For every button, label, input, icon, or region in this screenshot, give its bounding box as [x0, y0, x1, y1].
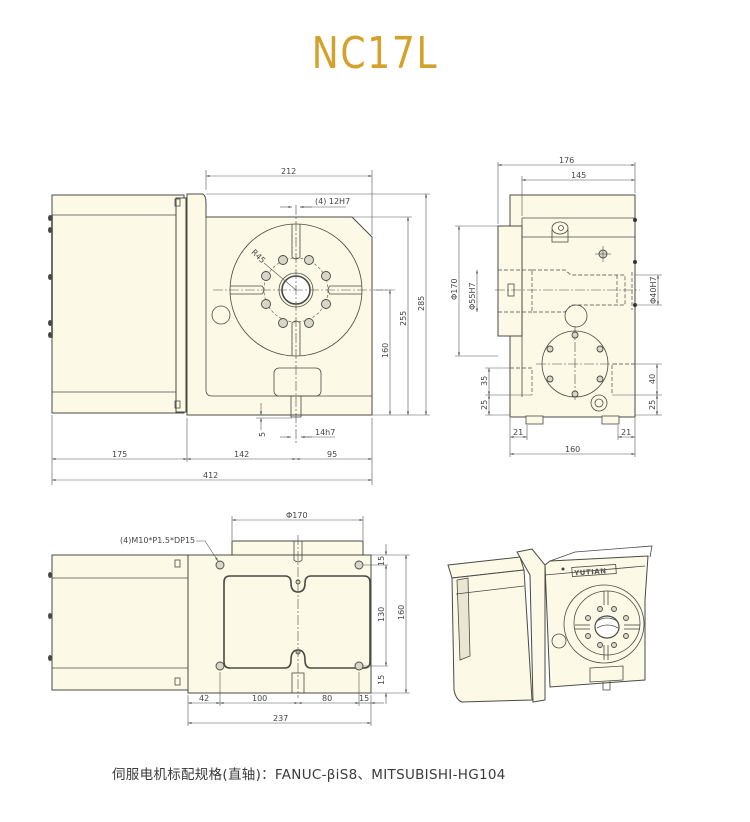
dim-176: 176	[559, 156, 574, 165]
dim-21-left: 21	[513, 428, 523, 437]
dim-160: 160	[381, 343, 390, 358]
dim-40: 40	[648, 374, 657, 384]
side-view: 176 145 Φ170 Φ55H7 Φ40H7 35 25 40 25 21	[450, 156, 662, 457]
dim-25-right: 25	[648, 400, 657, 410]
servo-spec-caption: 伺服电机标配规格(直轴)：FANUC-βiS8、MITSUBISHI-HG104	[112, 767, 506, 783]
dia-40h7: Φ40H7	[649, 276, 658, 304]
model-title: NC17L	[311, 28, 439, 79]
isometric-view: YUTIAN	[447, 545, 653, 703]
dim-285: 285	[417, 296, 426, 311]
dim-14h7: 14h7	[315, 428, 335, 437]
hole-note: (4)M10*P1.5*DP15	[120, 536, 195, 545]
top-view: (4)M10*P1.5*DP15 Φ170 15 130 15 160 42 1…	[48, 511, 410, 726]
dim-175: 175	[112, 450, 127, 459]
dim-145: 145	[571, 171, 586, 180]
dim-25-left: 25	[480, 400, 489, 410]
dim-21-right: 21	[621, 428, 631, 437]
slot-note: (4) 12H7	[315, 197, 350, 206]
brand-plate: YUTIAN	[573, 567, 607, 577]
dia-170-top: Φ170	[286, 511, 308, 520]
dim-130: 130	[377, 607, 386, 622]
dim-212: 212	[281, 167, 296, 176]
dim-412: 412	[203, 471, 218, 480]
dim-15-bottom: 15	[377, 675, 386, 685]
dia-170: Φ170	[450, 278, 459, 300]
dim-237: 237	[273, 714, 288, 723]
dim-255: 255	[399, 311, 408, 326]
dim-95: 95	[327, 450, 337, 459]
dim-160-top: 160	[397, 605, 406, 620]
dim-80: 80	[322, 694, 332, 703]
dia-55h7: Φ55H7	[468, 282, 477, 310]
dim-15-top: 15	[377, 556, 386, 566]
dim-160-side: 160	[565, 445, 580, 454]
front-view: R45 212 (4) 12H7 285 255 160 5 14h7	[48, 167, 430, 485]
dim-5: 5	[258, 432, 267, 437]
dim-35: 35	[480, 376, 489, 386]
dim-142: 142	[234, 450, 249, 459]
dim-100: 100	[252, 694, 267, 703]
dim-42: 42	[199, 694, 209, 703]
dim-15-right: 15	[359, 694, 369, 703]
